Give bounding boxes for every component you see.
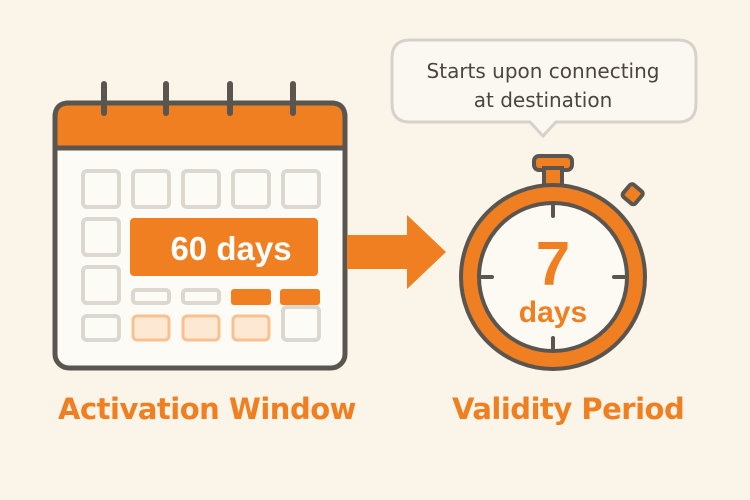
activation-window-label: Activation Window bbox=[58, 392, 356, 426]
stopwatch-icon: 7 days bbox=[459, 154, 647, 371]
calendar-grid bbox=[81, 169, 321, 342]
bubble-line-1: Starts upon connecting bbox=[426, 59, 660, 83]
bubble-text: Starts upon connecting at destination bbox=[392, 57, 694, 115]
calendar-days-text: 60 days bbox=[170, 230, 291, 267]
stopwatch-side-button bbox=[620, 182, 645, 207]
days-badge bbox=[130, 218, 318, 276]
stopwatch-unit: days bbox=[519, 296, 587, 329]
stopwatch-number: 7 bbox=[536, 230, 570, 299]
speech-bubble-icon bbox=[390, 38, 698, 139]
calendar-highlight-cells bbox=[131, 289, 320, 342]
stopwatch-ticks bbox=[480, 204, 626, 350]
arrow-icon bbox=[347, 215, 446, 289]
calendar-icon: 60 days bbox=[52, 81, 348, 371]
validity-period-label: Validity Period bbox=[452, 392, 685, 426]
calendar-header-bar bbox=[52, 100, 348, 151]
stopwatch-face bbox=[477, 201, 629, 353]
calendar-rings bbox=[101, 81, 296, 116]
bubble-line-2: at destination bbox=[473, 88, 613, 112]
